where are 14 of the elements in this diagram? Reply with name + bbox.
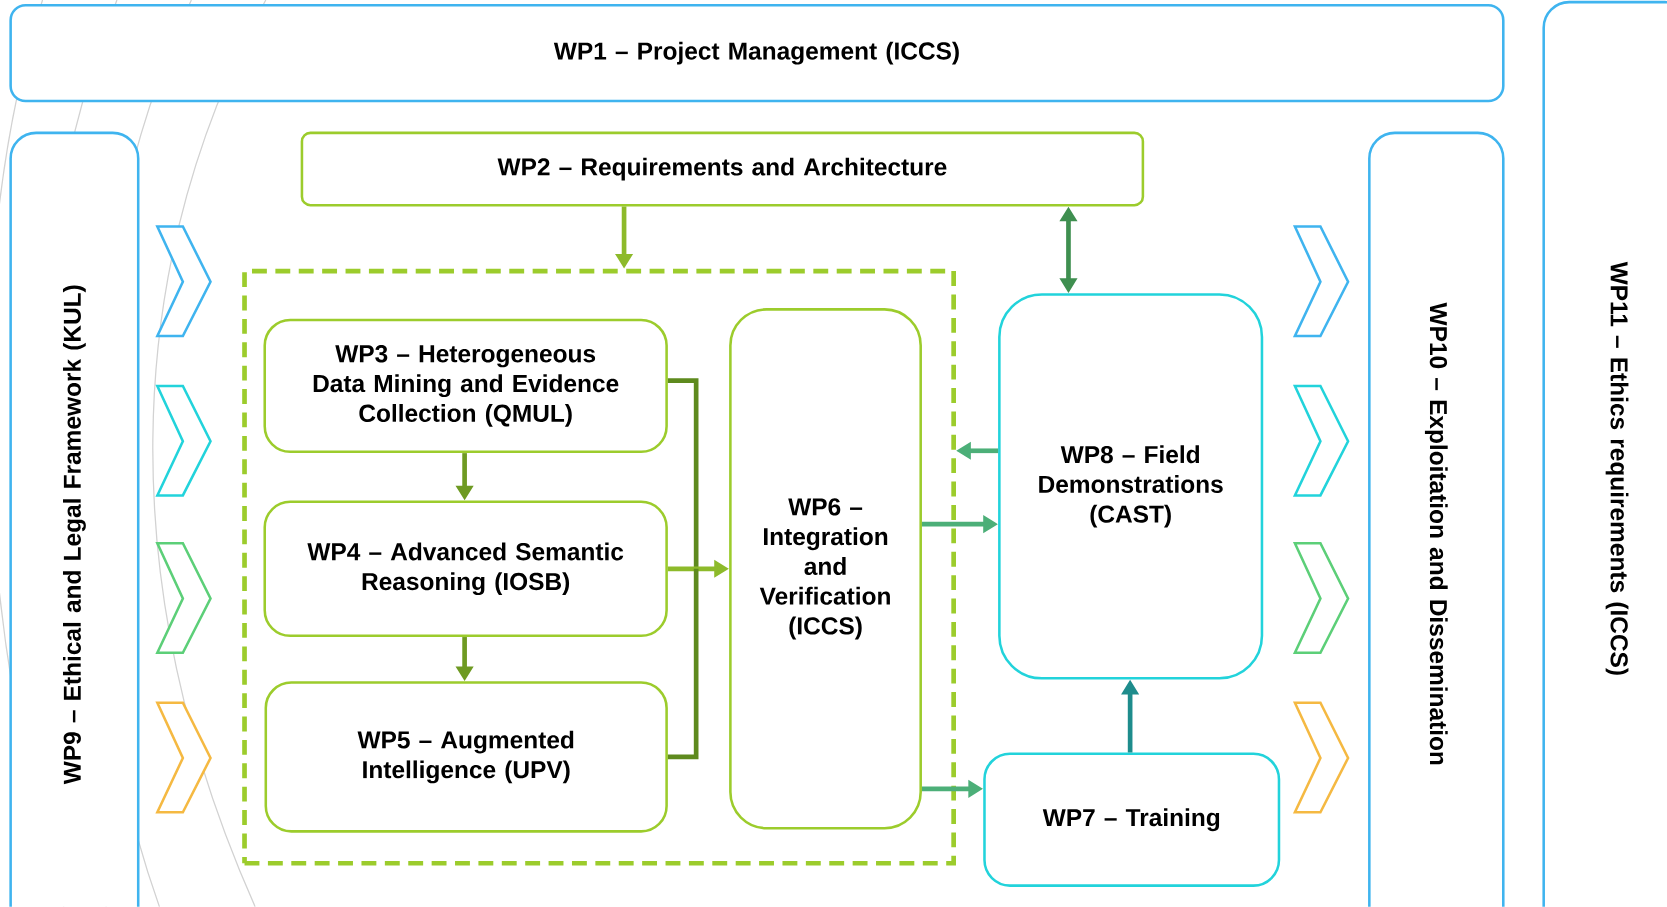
vertical-band: WP11 – Ethics requirements (ICCS) — [1542, 0, 1667, 907]
process-box: WP8 – Field Demonstrations (CAST) — [998, 293, 1264, 680]
vertical-band: WP9 – Ethical and Legal Framework (KUL) — [9, 131, 140, 907]
dashed-group-box — [242, 268, 956, 866]
process-box: WP5 – Augmented Intelligence (UPV) — [264, 681, 668, 833]
process-box: WP4 – Advanced Semantic Reasoning (IOSB) — [263, 500, 668, 638]
wide-box: WP1 – Project Management (ICCS) — [9, 4, 1505, 103]
process-box: WP2 – Requirements and Architecture — [300, 131, 1145, 207]
connector-line — [667, 378, 699, 569]
connector-line — [667, 568, 699, 760]
process-box: WP3 – Heterogeneous Data Mining and Evidence Collection (QMUL) — [263, 318, 668, 454]
process-box: WP6 – Integration and Verification (ICCS) — [729, 308, 922, 830]
process-box: WP7 – Training — [983, 752, 1281, 887]
vertical-band: WP10 – Exploitation and Dissemination — [1368, 131, 1505, 907]
